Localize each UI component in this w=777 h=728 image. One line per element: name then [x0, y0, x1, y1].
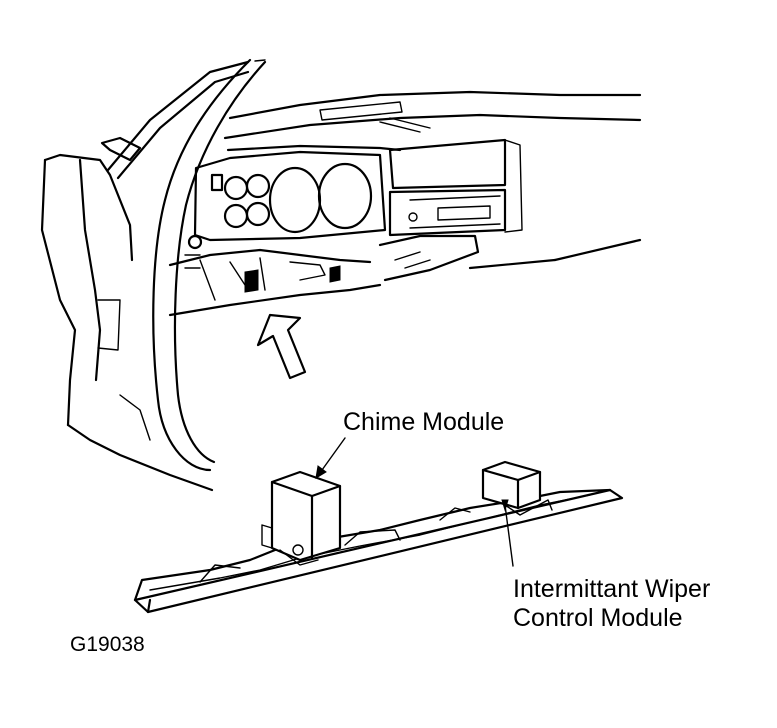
door-panel	[40, 153, 214, 492]
wiper-leader-line	[504, 504, 514, 567]
wiper-module-label-line1: Intermittant Wiper	[513, 575, 711, 603]
radio-stack	[378, 138, 523, 282]
chime-leader-line	[321, 437, 346, 471]
lower-dash	[168, 248, 382, 317]
chime-module-label: Chime Module	[343, 408, 505, 436]
wiper-module-label-line2: Control Module	[513, 604, 683, 632]
instrument-cluster	[184, 150, 387, 269]
wiper-module-box	[481, 460, 553, 516]
dash-top	[223, 90, 642, 270]
a-pillar	[100, 58, 267, 472]
location-arrow	[256, 313, 307, 380]
chime-module-box	[261, 470, 342, 566]
figure-id: G19038	[70, 633, 145, 656]
